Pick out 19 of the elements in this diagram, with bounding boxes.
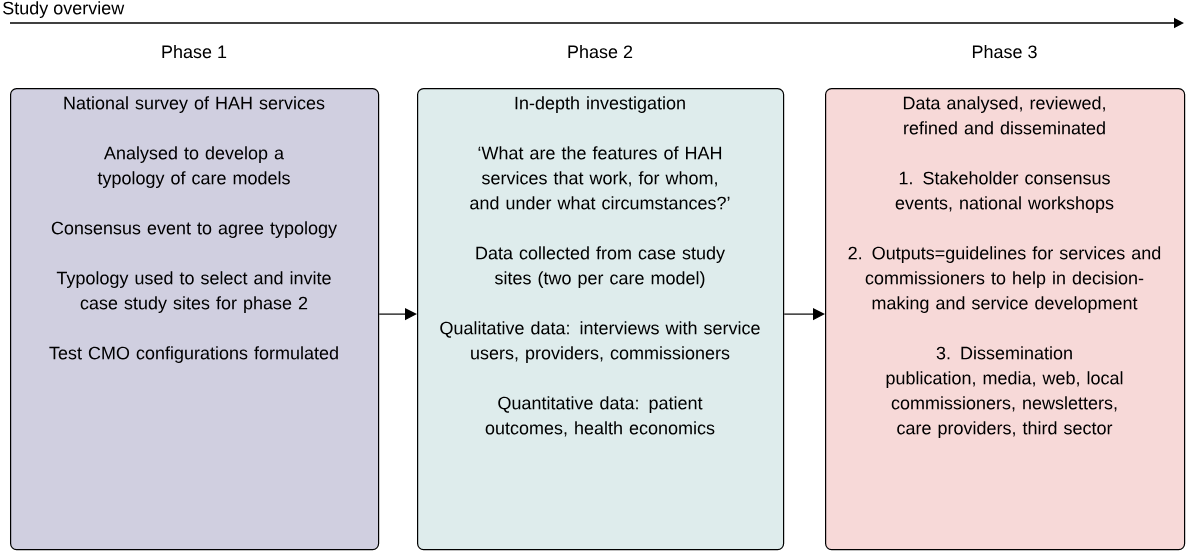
box-text: ‘What are the features of HAH services that work, for whom, and under what circumstances?’: [470, 146, 730, 210]
box-text: Data analysed, reviewed, refined and disseminated: [903, 96, 1105, 135]
box-text: Typology used to select and invite case study sites for phase 2: [56, 271, 331, 313]
box-text: Consensus event to agree typology: [51, 221, 337, 238]
box-text: Quantitative data: patient outcomes, health economics: [485, 396, 715, 437]
box-text: Analysed to develop a typology of care models: [97, 146, 290, 188]
box-text: In-depth investigation: [515, 96, 685, 113]
phase-heading: Phase 1: [162, 44, 227, 59]
box-text: Qualitative data: interviews with service users, providers, commissioners: [440, 321, 760, 363]
phase-heading: Phase 3: [972, 44, 1037, 59]
box-text: 2. Outputs=guidelines for services and commissioners to help in decision-making and service development: [848, 246, 1161, 313]
box-text: publication, media, web, local commissioners, newsletters, care providers, third sector: [886, 371, 1123, 438]
box-text: Data collected from case study sites (two per care model): [476, 246, 725, 288]
diagram-title: Study overview: [3, 1, 125, 18]
box-text: 1. Stakeholder consensus events, national workshops: [895, 171, 1114, 213]
box-text: 3. Dissemination: [936, 346, 1072, 360]
phase-heading: Phase 2: [568, 44, 633, 59]
box-text: Test CMO configurations formulated: [49, 346, 338, 363]
box-text: National survey of HAH services: [64, 96, 325, 113]
